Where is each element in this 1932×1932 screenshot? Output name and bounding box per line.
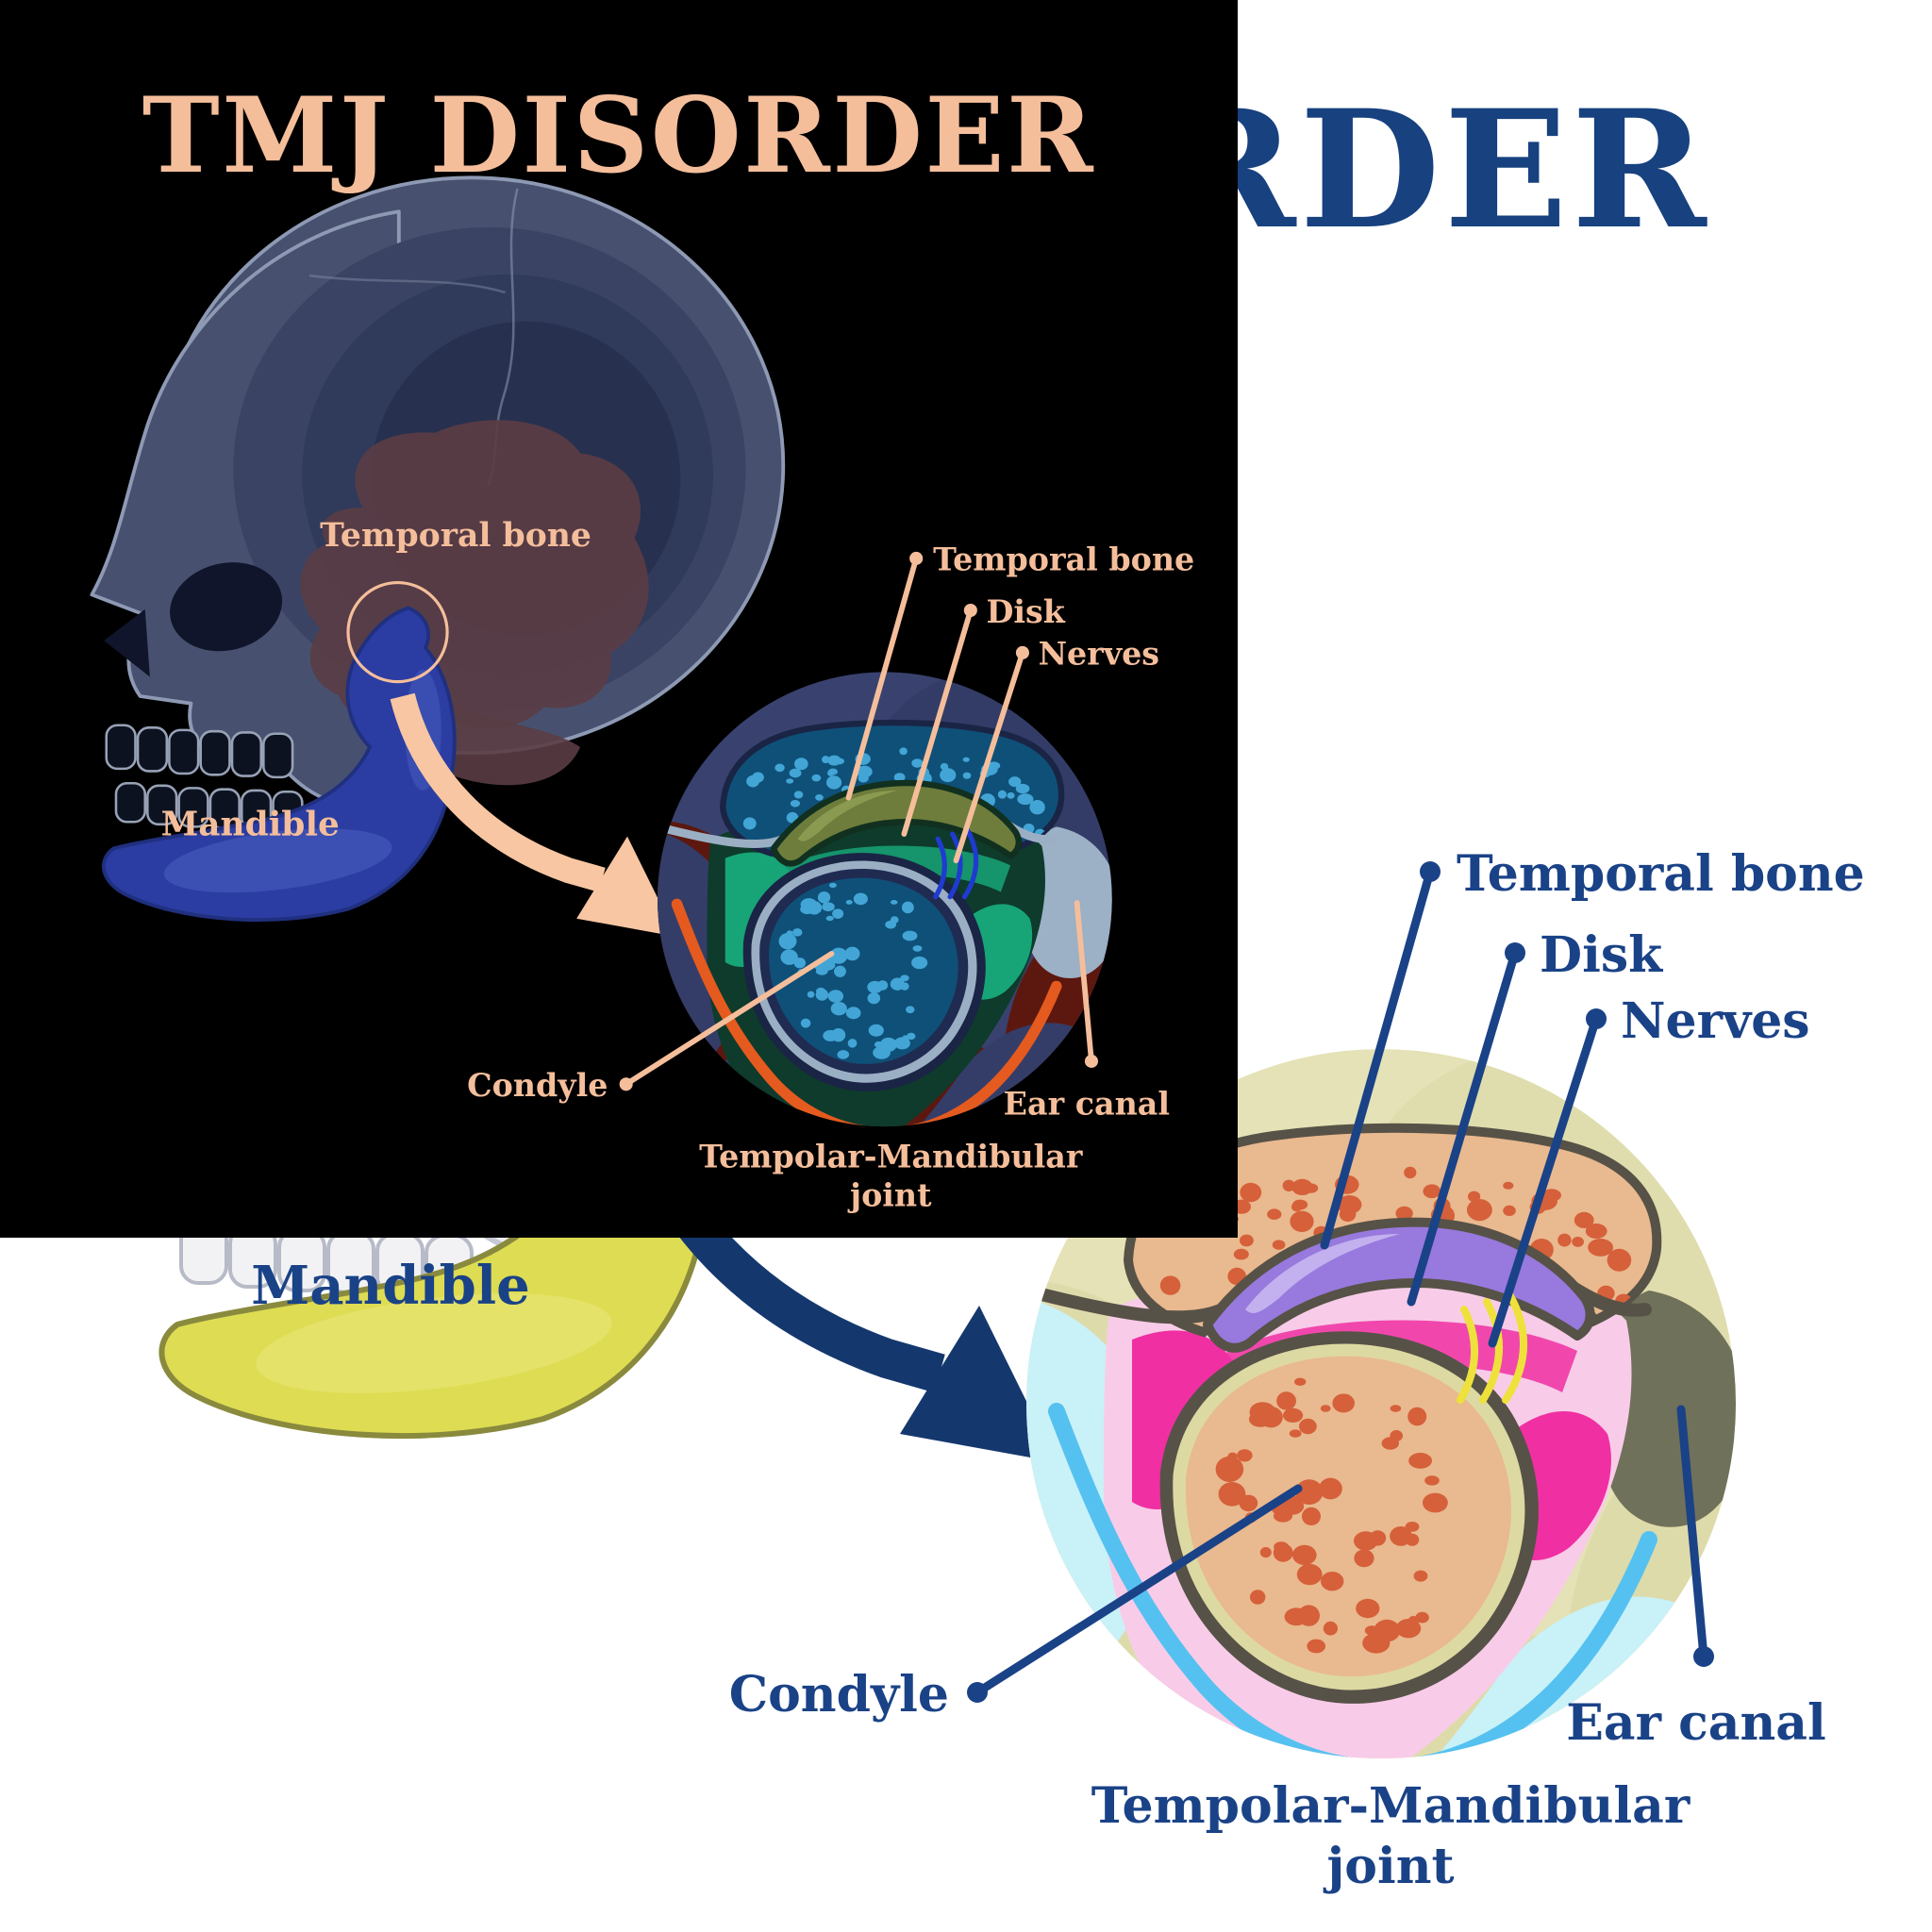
joint-callouts: Temporal bone Disk Nerves Condyle Ear ca… [729, 845, 1865, 1895]
condyle-bone [742, 853, 986, 1091]
label-joint-temporal-bone: Temporal bone [933, 541, 1194, 578]
mandible-highlight [256, 1293, 612, 1393]
disk-highlight [797, 790, 897, 841]
tmj-joint-detail [658, 672, 1112, 1127]
nasal-opening [104, 608, 150, 677]
skull-graphic: Temporal bone Mandible [90, 175, 786, 922]
joint-callouts: Temporal bone Disk Nerves Condyle Ear ca… [467, 541, 1194, 1214]
bone-speckles [778, 882, 928, 1059]
lower-capsule-outline [671, 898, 1062, 1127]
disk-highlight [1245, 1234, 1400, 1313]
zoom-arrow-icon [390, 692, 677, 937]
nerves-graphic [933, 826, 979, 900]
label-joint-name-line2: joint [1323, 1838, 1454, 1895]
articular-disk [770, 779, 1022, 867]
label-joint-name-line1: Tempolar-Mandibular [1091, 1777, 1690, 1835]
lower-capsule-outline [1048, 1403, 1657, 1758]
label-joint-disk: Disk [987, 593, 1066, 630]
label-joint-name-line2: joint [847, 1177, 932, 1214]
label-joint-condyle: Condyle [467, 1067, 608, 1104]
label-joint-nerves: Nerves [1621, 992, 1810, 1050]
label-joint-temporal-bone: Temporal bone [1457, 845, 1865, 903]
label-joint-ear-canal: Ear canal [1004, 1085, 1170, 1122]
page-title: TMJ DISORDER [142, 75, 1095, 196]
label-skull-temporal-bone: Temporal bone [320, 517, 591, 555]
bone-speckles [1215, 1377, 1448, 1654]
ear-canal-shape [1599, 1291, 1736, 1527]
ear-canal-shape [1024, 826, 1112, 978]
joint-zoom-ring [346, 580, 449, 684]
label-joint-ear-canal: Ear canal [1566, 1694, 1825, 1752]
skull-suture [308, 274, 506, 294]
tmj-illustration: Temporal bone Mandible [90, 75, 1194, 1214]
upper-teeth [105, 724, 294, 779]
label-skull-mandible: Mandible [251, 1255, 529, 1317]
eye-socket [170, 562, 283, 652]
label-joint-name-line1: Tempolar-Mandibular [699, 1139, 1083, 1175]
condyle-bone [1159, 1331, 1539, 1704]
label-joint-nerves: Nerves [1039, 636, 1159, 673]
label-joint-condyle: Condyle [729, 1666, 949, 1724]
label-skull-mandible: Mandible [161, 804, 340, 843]
label-joint-disk: Disk [1540, 926, 1663, 984]
dark-version-panel: Temporal bone Mandible [0, 0, 1238, 1238]
nerves-graphic [1457, 1291, 1527, 1404]
articular-disk [1203, 1217, 1595, 1353]
mandible-highlight [163, 828, 392, 893]
